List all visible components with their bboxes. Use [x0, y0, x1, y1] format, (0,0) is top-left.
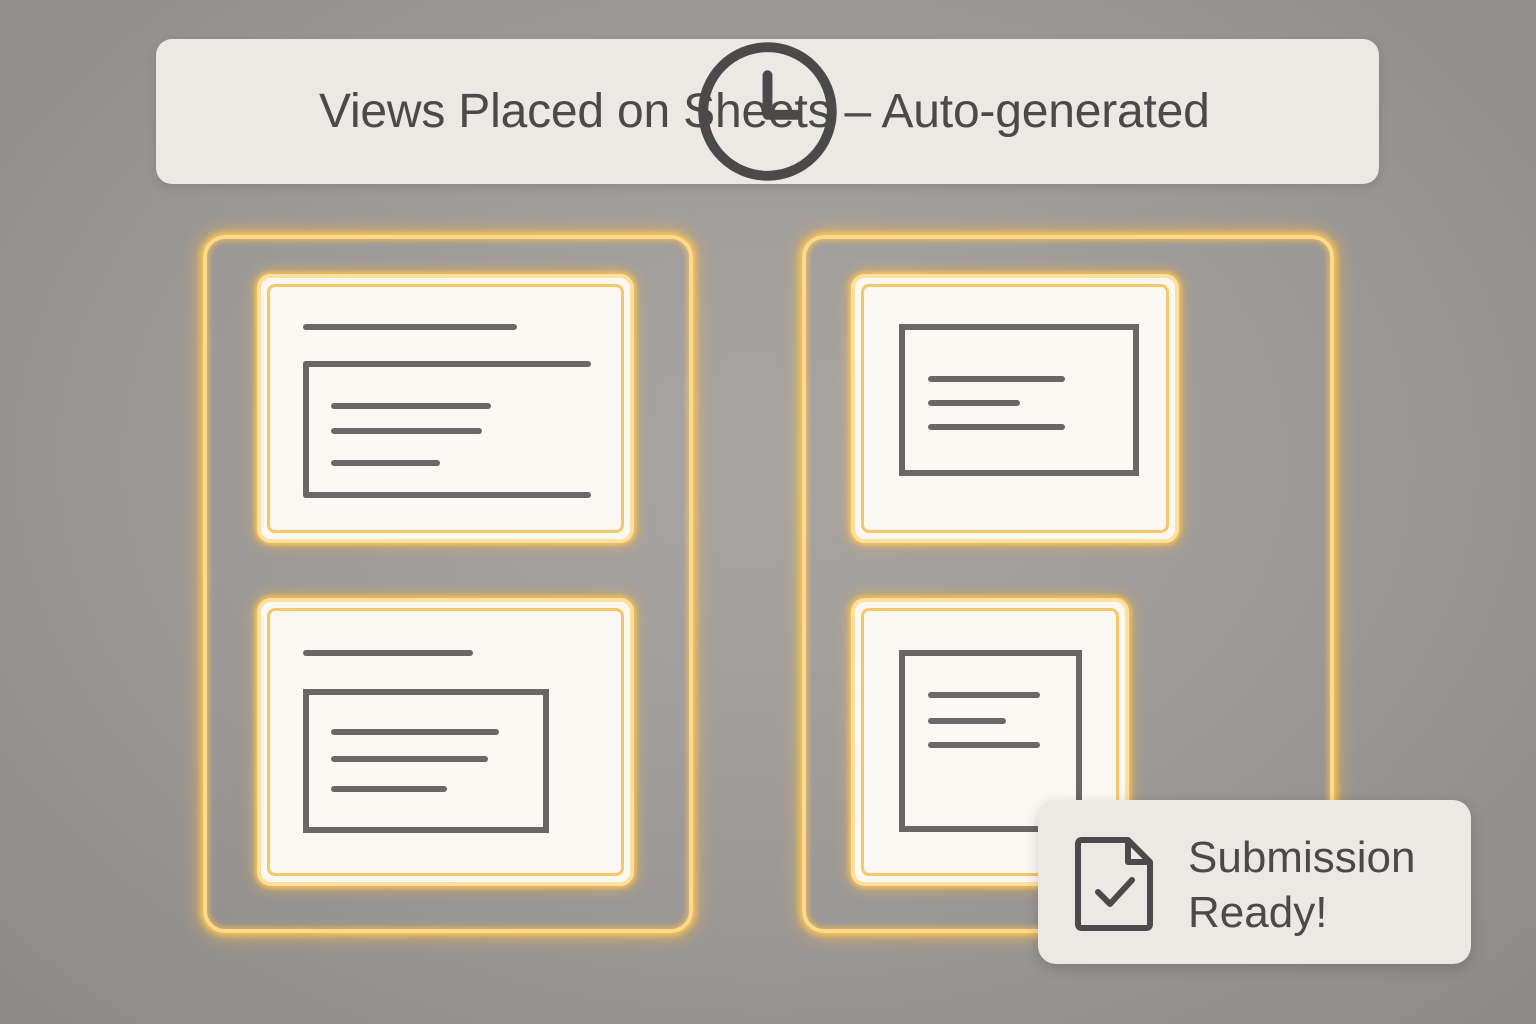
- submission-toast[interactable]: Submission Ready!: [1038, 800, 1471, 964]
- view-line: [928, 376, 1065, 382]
- view-line: [331, 786, 447, 792]
- view-line: [928, 692, 1040, 698]
- view-title-line: [303, 650, 473, 656]
- view-line: [303, 492, 591, 498]
- view-line: [303, 361, 591, 367]
- page-title: Views Placed on Sheets – Auto-generated: [319, 85, 1210, 138]
- view-line: [331, 729, 499, 735]
- toast-message: Submission Ready!: [1188, 830, 1415, 940]
- view-line: [331, 428, 482, 434]
- view-line: [331, 403, 491, 409]
- view-line: [331, 460, 440, 466]
- view-line: [928, 742, 1040, 748]
- clock-icon: [698, 42, 837, 181]
- toast-line-2: Ready!: [1188, 888, 1328, 937]
- view-line: [331, 756, 488, 762]
- view-card[interactable]: [257, 598, 634, 886]
- view-line: [928, 424, 1065, 430]
- document-check-icon: [1075, 837, 1153, 931]
- view-line: [303, 361, 309, 498]
- view-frame: [303, 689, 549, 833]
- view-line: [928, 718, 1006, 724]
- view-line: [928, 400, 1020, 406]
- toast-line-1: Submission: [1188, 833, 1416, 882]
- view-frame: [899, 324, 1139, 476]
- view-title-line: [303, 324, 517, 330]
- view-card[interactable]: [851, 274, 1179, 543]
- view-frame: [899, 650, 1082, 832]
- sheet-left[interactable]: [203, 235, 693, 933]
